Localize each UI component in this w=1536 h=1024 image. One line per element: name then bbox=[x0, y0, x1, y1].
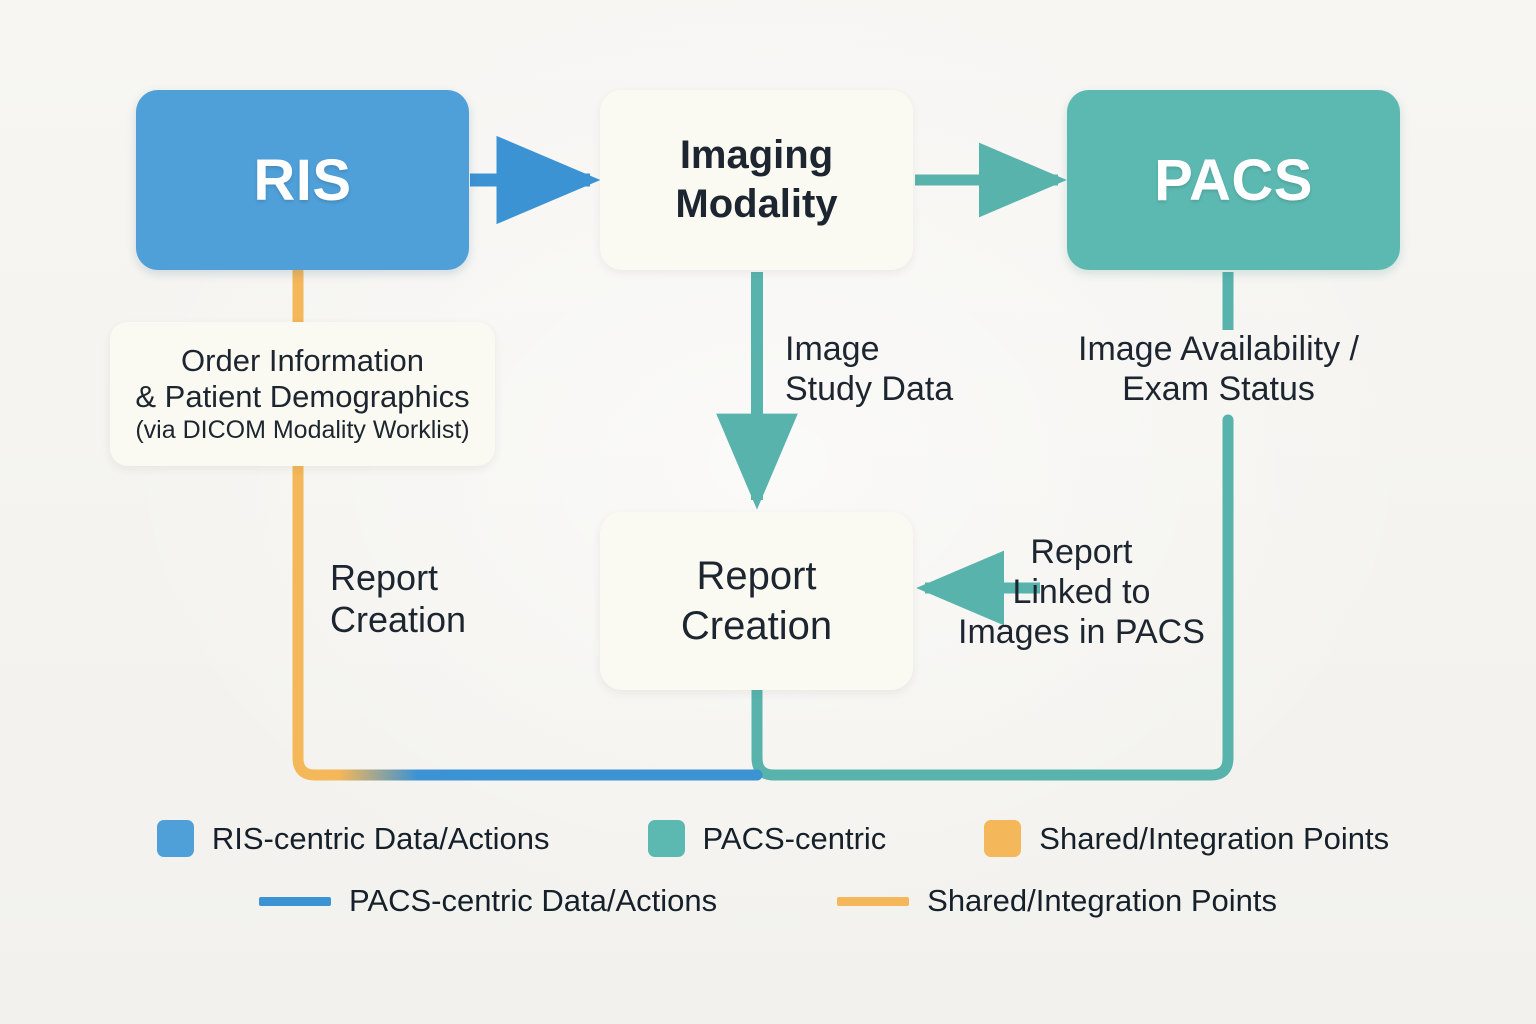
node-report-creation[interactable]: Report Creation bbox=[600, 512, 913, 690]
connector-report-to-bottom-rail bbox=[751, 690, 790, 781]
legend: RIS-centric Data/Actions PACS-centric Sh… bbox=[0, 820, 1536, 919]
legend-swatch-ris-centric bbox=[156, 820, 194, 857]
legend-item-ris-centric[interactable]: RIS-centric Data/Actions bbox=[156, 820, 550, 857]
order-info-line-1: Order Information bbox=[181, 342, 424, 378]
node-ris-label: RIS bbox=[253, 147, 352, 213]
legend-dash-pacs-centric bbox=[259, 896, 332, 906]
legend-item-pacs-centric[interactable]: PACS-centric bbox=[647, 820, 887, 857]
connector-pacs-to-bottom-rail bbox=[774, 414, 1234, 781]
legend-item-shared-points[interactable]: Shared/Integration Points bbox=[984, 820, 1389, 857]
legend-label-pacs-centric: PACS-centric bbox=[702, 820, 887, 856]
edge-label-image-study-data: Image Study Data bbox=[785, 330, 954, 408]
legend-row-lines: PACS-centric Data/Actions Shared/Integra… bbox=[0, 883, 1536, 919]
node-imaging-modality-label: Imaging Modality bbox=[675, 133, 838, 226]
edge-label-image-availability: Image Availability / Exam Status bbox=[1078, 330, 1359, 408]
legend-label-ris-centric: RIS-centric Data/Actions bbox=[211, 820, 550, 856]
legend-row-squares: RIS-centric Data/Actions PACS-centric Sh… bbox=[0, 820, 1536, 857]
legend-item-pacs-centric-line[interactable]: PACS-centric Data/Actions bbox=[259, 883, 717, 919]
node-order-information[interactable]: Order Information & Patient Demographics… bbox=[110, 322, 495, 466]
node-imaging-modality[interactable]: Imaging Modality bbox=[600, 90, 913, 270]
legend-label-shared-points: Shared/Integration Points bbox=[1039, 820, 1390, 856]
legend-item-shared-points-line[interactable]: Shared/Integration Points bbox=[837, 883, 1277, 919]
edge-label-report-linked-to-images: Report Linked to Images in PACS bbox=[958, 533, 1205, 651]
legend-label-shared-points-line: Shared/Integration Points bbox=[927, 883, 1277, 918]
order-info-line-2: & Patient Demographics bbox=[135, 379, 470, 415]
edge-label-report-creation-left: Report Creation bbox=[330, 557, 467, 641]
node-ris[interactable]: RIS bbox=[136, 90, 469, 270]
order-info-line-3: (via DICOM Modality Worklist) bbox=[135, 415, 470, 444]
legend-label-pacs-centric-line: PACS-centric Data/Actions bbox=[349, 883, 718, 918]
node-report-creation-label: Report Creation bbox=[680, 554, 833, 648]
legend-swatch-pacs-centric bbox=[647, 820, 685, 857]
node-pacs[interactable]: PACS bbox=[1067, 90, 1400, 270]
connector-ris-shared-rail bbox=[292, 266, 763, 781]
node-pacs-label: PACS bbox=[1154, 147, 1313, 213]
legend-dash-shared-points bbox=[837, 896, 910, 906]
legend-swatch-shared-points bbox=[984, 820, 1022, 857]
